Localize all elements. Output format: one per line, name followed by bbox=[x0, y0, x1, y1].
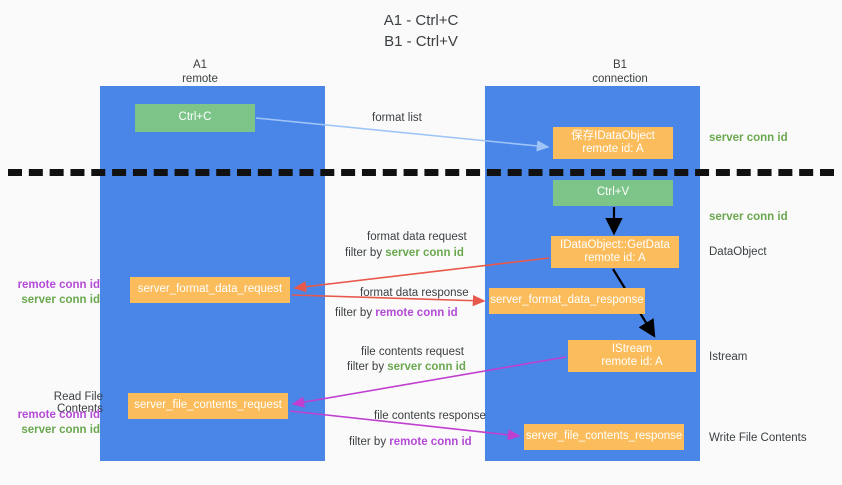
filter-by-text-1: filter by bbox=[345, 247, 386, 259]
remote-conn-id-text-2: remote conn id bbox=[389, 436, 472, 448]
node-server-format-data-request[interactable]: server_format_data_request bbox=[130, 277, 290, 303]
node-server-file-contents-request[interactable]: server_file_contents_request bbox=[128, 393, 288, 419]
label-remote-conn-id-mid: remote conn id bbox=[17, 279, 100, 291]
node-ctrl-v-label: Ctrl+V bbox=[596, 186, 630, 199]
label-conn-ids-middle: remote conn id server conn id bbox=[8, 278, 100, 308]
edge-label-format-list-text: format list bbox=[372, 112, 422, 124]
edge-filter-format-data-request: filter by server conn id bbox=[345, 245, 464, 261]
edge-label-format-list: format list bbox=[372, 110, 422, 126]
node-save-idataobject-sub: remote id: A bbox=[582, 143, 644, 155]
server-conn-id-text-1: server conn id bbox=[385, 247, 464, 259]
label-server-conn-id-left-mid: server conn id bbox=[21, 294, 100, 306]
server-conn-id-text-2: server conn id bbox=[387, 361, 466, 373]
label-server-conn-id-mid: server conn id bbox=[709, 211, 788, 223]
node-istream-label: IStream bbox=[611, 342, 653, 355]
column-a1-name: A1 bbox=[192, 59, 208, 71]
node-server-file-contents-request-label: server_file_contents_request bbox=[134, 399, 282, 412]
edge-format-list bbox=[255, 117, 550, 152]
label-remote-conn-id-bottom: remote conn id bbox=[17, 409, 100, 421]
column-header-b1: B1 connection bbox=[545, 58, 695, 86]
node-ctrl-c[interactable]: Ctrl+C bbox=[135, 104, 255, 132]
edge-filter-format-data-response: filter by remote conn id bbox=[335, 305, 458, 321]
edge-filter-file-contents-request: filter by server conn id bbox=[347, 359, 466, 375]
edge-format-data-response bbox=[291, 294, 486, 307]
label-write-file-contents: Write File Contents bbox=[709, 432, 807, 444]
column-header-a1: A1 remote bbox=[130, 58, 270, 86]
node-istream-sub: remote id: A bbox=[601, 356, 663, 368]
node-idataobject-getdata[interactable]: IDataObject::GetData remote id: A bbox=[551, 236, 679, 268]
label-istream: Istream bbox=[709, 351, 748, 363]
node-server-format-data-request-label: server_format_data_request bbox=[137, 283, 283, 296]
label-server-conn-id-left-bottom: server conn id bbox=[21, 424, 100, 436]
column-b1-role: connection bbox=[592, 73, 648, 85]
node-server-format-data-response[interactable]: server_format_data_response bbox=[489, 288, 645, 314]
column-a1-role: remote bbox=[182, 73, 218, 85]
node-getdata-label: IDataObject::GetData bbox=[560, 238, 670, 251]
label-dataobject: DataObject bbox=[709, 246, 767, 258]
edge-file-contents-response bbox=[289, 410, 521, 441]
node-save-idataobject-label: 保存IDataObject bbox=[571, 129, 655, 142]
title-line-2: B1 - Ctrl+V bbox=[384, 33, 458, 50]
node-server-file-contents-response-label: server_file_contents_response bbox=[525, 430, 683, 443]
filter-by-text-2: filter by bbox=[335, 307, 376, 319]
node-server-format-data-response-label: server_format_data_response bbox=[490, 294, 644, 307]
label-server-conn-id-top: server conn id bbox=[709, 132, 788, 144]
column-b1-name: B1 bbox=[612, 59, 628, 71]
node-server-file-contents-response[interactable]: server_file_contents_response bbox=[524, 424, 684, 450]
node-getdata-sub: remote id: A bbox=[584, 252, 646, 264]
label-read-file-contents: Read File Contents bbox=[53, 391, 103, 415]
title-line-1: A1 - Ctrl+C bbox=[383, 12, 459, 29]
edge-label-format-data-response: format data response bbox=[360, 285, 469, 301]
edge-label-format-data-request: format data request bbox=[367, 229, 467, 245]
edge-label-file-contents-request-text: file contents request bbox=[361, 346, 464, 358]
filter-by-text-4: filter by bbox=[349, 436, 390, 448]
label-conn-ids-bottom: remote conn id server conn id bbox=[8, 408, 100, 438]
edge-label-format-data-request-text: format data request bbox=[367, 231, 467, 243]
edge-label-format-data-response-text: format data response bbox=[360, 287, 469, 299]
node-ctrl-v[interactable]: Ctrl+V bbox=[553, 180, 673, 206]
edge-label-file-contents-response: file contents response bbox=[374, 408, 486, 424]
node-ctrl-c-label: Ctrl+C bbox=[178, 111, 212, 124]
divider-dashed-line bbox=[8, 169, 834, 176]
node-save-idataobject[interactable]: 保存IDataObject remote id: A bbox=[553, 127, 673, 159]
remote-conn-id-text-1: remote conn id bbox=[375, 307, 458, 319]
edge-format-data-request bbox=[293, 257, 550, 293]
filter-by-text-3: filter by bbox=[347, 361, 388, 373]
edge-file-contents-request bbox=[291, 356, 567, 408]
page-title: A1 - Ctrl+C B1 - Ctrl+V bbox=[0, 10, 842, 52]
node-istream[interactable]: IStream remote id: A bbox=[568, 340, 696, 372]
edge-label-file-contents-response-text: file contents response bbox=[374, 410, 486, 422]
edge-label-file-contents-request: file contents request bbox=[361, 344, 464, 360]
edge-filter-file-contents-response: filter by remote conn id bbox=[349, 434, 472, 450]
